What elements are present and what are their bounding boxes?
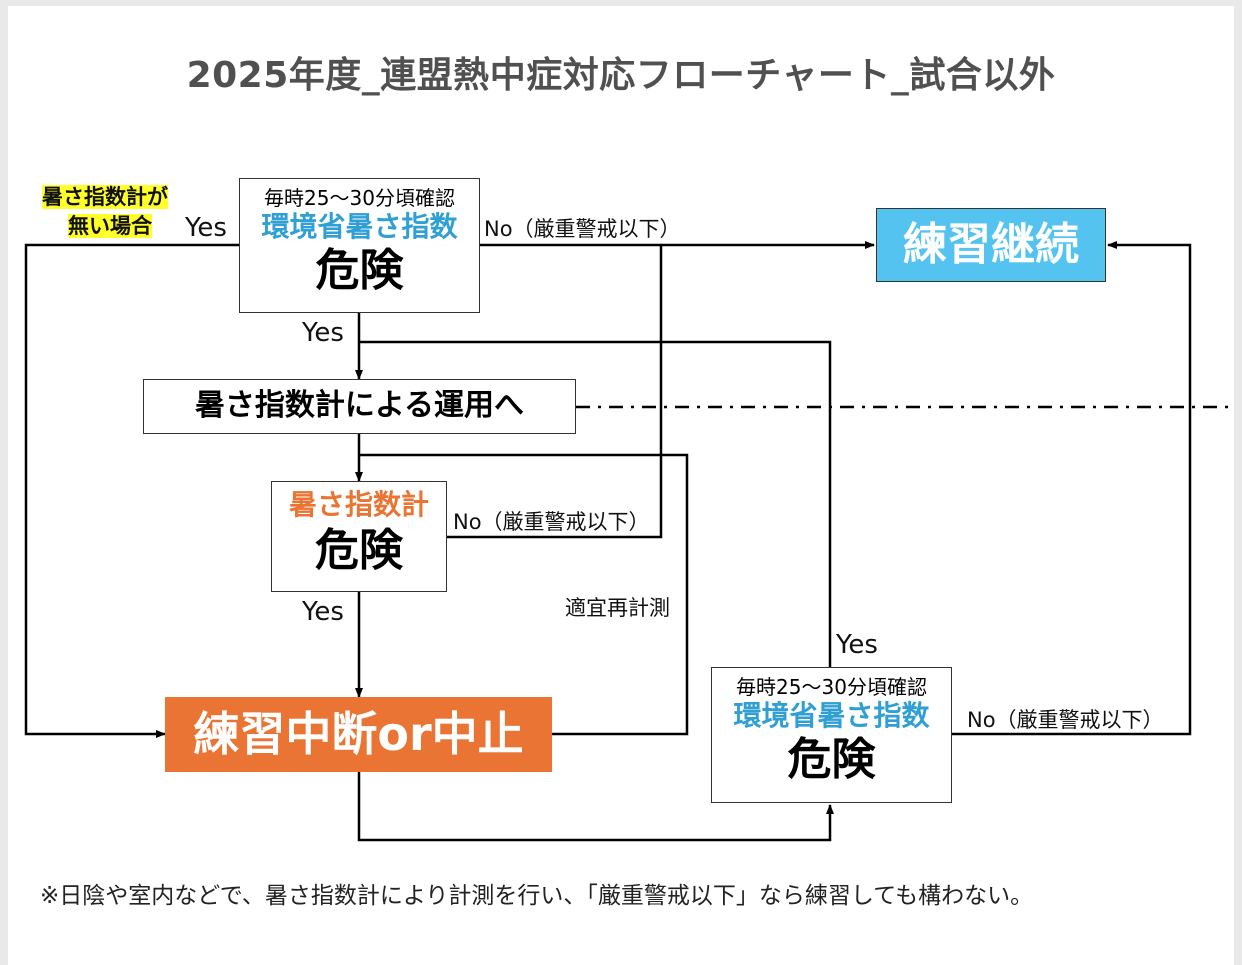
stop-practice-box: 練習中断or中止 [165,697,552,772]
no-meter-label: 暑さ指数計が 無い場合 [42,183,168,241]
meter-index-text: 暑さ指数計 [288,488,429,521]
bottom-check-text: 毎時25〜30分頃確認 [736,675,927,699]
label-yes-top-down: Yes [302,318,344,348]
bottom-index-text: 環境省暑さ指数 [733,699,930,732]
label-yes-left: Yes [185,213,227,243]
label-no-meter: No（厳重警戒以下） [453,510,650,534]
top-danger-text: 危険 [315,245,404,296]
label-no-bottom: No（厳重警戒以下） [967,708,1164,732]
no-meter-line-1: 暑さ指数計が [42,185,168,209]
continue-practice-box: 練習継続 [876,208,1106,282]
top-check-text: 毎時25〜30分頃確認 [264,186,455,210]
footnote: ※日陰や室内などで、暑さ指数計により計測を行い、「厳重警戒以下」なら練習しても構… [40,883,1034,909]
connector-stop-to-bottom [357,772,834,842]
bottom-danger-text: 危険 [787,734,876,785]
decision-top-box: 毎時25〜30分頃確認 環境省暑さ指数 危険 [239,178,480,313]
page-sheet [8,6,1234,965]
top-index-text: 環境省暑さ指数 [261,210,458,243]
connector-remeasure [359,453,689,736]
decision-meter-box: 暑さ指数計 危険 [271,481,447,592]
connector-meter-no [447,245,663,539]
no-meter-line-2: 無い場合 [68,214,152,238]
connector-top-yes-left [24,243,239,738]
meter-danger-text: 危険 [315,525,403,576]
label-yes-meter-down: Yes [302,597,344,627]
page-title: 2025年度_連盟熱中症対応フローチャート_試合以外 [186,55,1056,96]
connector-bottom-yes-up [359,340,832,667]
label-yes-bottom: Yes [836,630,878,660]
label-remeasure: 適宜再計測 [565,596,670,620]
label-no-top: No（厳重警戒以下） [484,217,681,241]
connector-bottom-no [952,241,1192,736]
meter-operation-box: 暑さ指数計による運用へ [143,379,576,434]
decision-bottom-box: 毎時25〜30分頃確認 環境省暑さ指数 危険 [711,667,952,803]
